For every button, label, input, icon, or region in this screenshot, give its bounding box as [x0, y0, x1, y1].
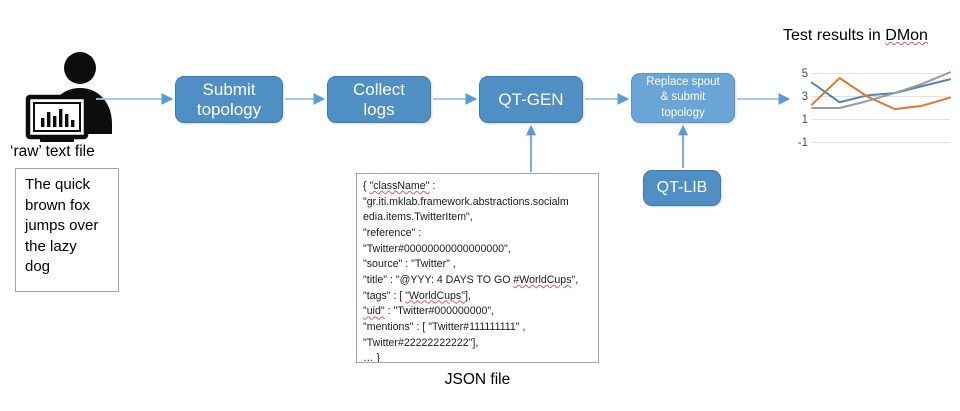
flow-box-line: Collect — [353, 79, 405, 99]
chart-y-tick-label: 1 — [801, 113, 808, 126]
flow-box-line: topology — [661, 106, 705, 119]
raw-text-line: dog — [25, 258, 51, 276]
json-line: "gr.iti.mklab.framework.abstractions.soc… — [363, 195, 569, 208]
flow-box-line: topology — [196, 99, 262, 119]
json-line: { "className" : — [363, 180, 436, 192]
chart-series-series-2 — [811, 77, 951, 111]
raw-text-file-box: The quick brown fox jumps over the lazy … — [15, 168, 119, 292]
flow-box-line: QT-GEN — [498, 89, 564, 109]
raw-text-line: jumps over — [25, 217, 99, 235]
flow-box-line: logs — [363, 99, 395, 119]
json-line: "reference" : — [363, 227, 422, 240]
test-results-line-chart: 5 3 1 -1 — [784, 58, 956, 158]
json-line: "uid" : "Twitter#000000000", — [363, 305, 495, 318]
person-with-monitor-icon — [22, 50, 128, 142]
chart-y-tick-label: 3 — [801, 90, 808, 103]
flow-box-replace-spout-submit-topology[interactable]: Replace spout & submit topology — [631, 73, 735, 123]
flow-box-line: QT-LIB — [656, 178, 708, 196]
raw-text-line: brown fox — [25, 196, 91, 214]
raw-text-file-label: ‘raw’ text file — [10, 143, 95, 160]
raw-text-line: The quick — [25, 176, 91, 193]
chart-series-series-1 — [811, 78, 951, 104]
chart-y-tick-label: -1 — [797, 136, 808, 149]
raw-text-line: the lazy — [25, 237, 77, 255]
flow-box-collect-logs[interactable]: Collect logs — [327, 76, 431, 123]
json-line: "Twitter#22222222222"], — [363, 336, 479, 349]
json-file-box: { "className" : "gr.iti.mklab.framework.… — [356, 173, 599, 363]
flow-box-qt-lib[interactable]: QT-LIB — [643, 170, 721, 206]
flow-box-line: Submit — [202, 79, 256, 99]
flow-box-submit-topology[interactable]: Submit topology — [175, 76, 283, 123]
chart-series-series-3 — [811, 71, 951, 109]
chart-title: Test results in DMon — [783, 27, 928, 44]
json-line: "mentions" : [ "Twitter#111111111" , — [363, 321, 526, 334]
flow-box-qt-gen[interactable]: QT-GEN — [479, 76, 583, 123]
chart-y-tick-label: 5 — [801, 67, 808, 80]
json-line: "title" : "@YYY: 4 DAYS TO GO #WorldCups… — [363, 274, 579, 287]
json-line: "Twitter#00000000000000000", — [363, 242, 511, 255]
json-line: … } — [363, 352, 381, 363]
json-line: "source" : "Twitter" , — [363, 258, 456, 271]
json-line: edia.items.TwitterItem", — [363, 211, 473, 224]
json-file-caption: JSON file — [444, 371, 511, 388]
flow-box-line: Replace spout — [646, 75, 720, 88]
chart-plot-area — [811, 71, 951, 144]
flow-box-line: & submit — [660, 91, 706, 104]
json-line: "tags" : [ "WorldCups"], — [363, 289, 471, 302]
